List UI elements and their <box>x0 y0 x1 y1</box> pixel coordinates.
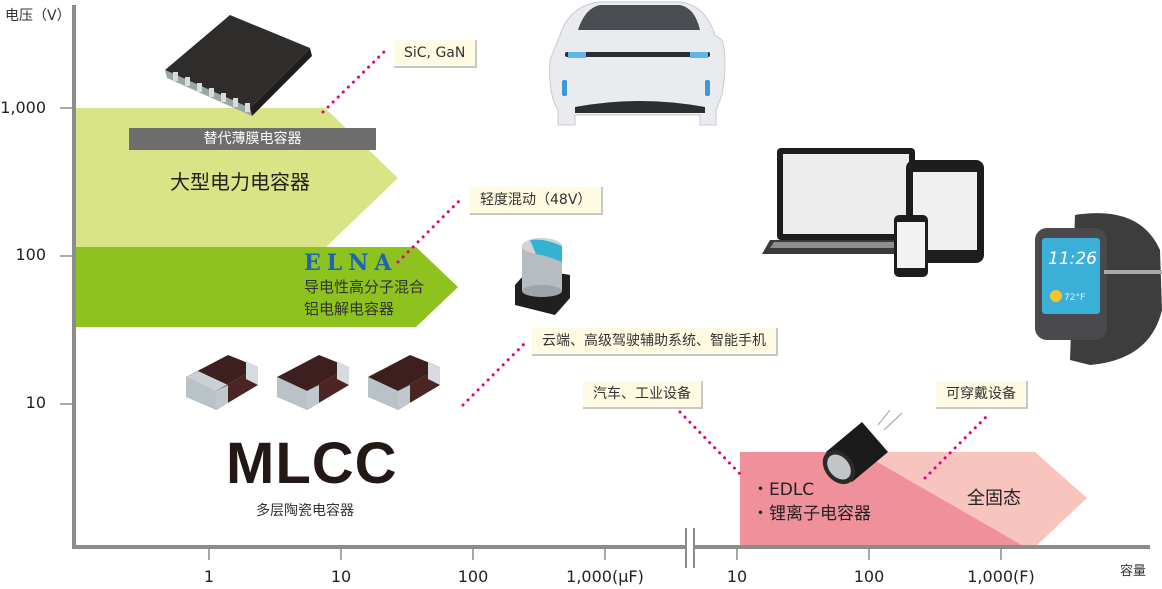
elna-product-label: 导电性高分子混合 铝电解电容器 <box>304 276 424 320</box>
leader-cloud <box>461 339 529 407</box>
sun-icon <box>1050 290 1062 302</box>
callout-auto-industrial: 汽车、工业设备 <box>583 381 703 409</box>
leader-auto <box>678 410 746 480</box>
edlc-label: ・EDLC ・锂离子电容器 <box>752 478 871 526</box>
leader-sic-gan <box>321 46 390 114</box>
leader-48v <box>396 195 465 264</box>
edlc-label-line2: ・锂离子电容器 <box>752 504 871 524</box>
callout-mild-hybrid: 轻度混动（48V） <box>470 187 604 215</box>
mlcc-chips-image <box>186 355 440 410</box>
callout-wearable: 可穿戴设备 <box>936 381 1028 409</box>
smartwatch-image: 11:26 72°F <box>1035 213 1162 365</box>
leader-wearable <box>923 411 992 480</box>
x-tick-label-100: 100 <box>457 567 489 586</box>
polymer-capacitor-image <box>515 238 570 315</box>
devices-image <box>762 148 984 277</box>
elna-logo: ELNA <box>304 250 398 276</box>
y-tick-label-1000: 1,000 <box>0 98 46 117</box>
x-tick-label-100f: 100 <box>853 567 885 586</box>
large-power-capacitor-label: 大型电力电容器 <box>170 170 310 194</box>
x-tick-label-1000uf: 1,000(μF) <box>566 567 644 586</box>
x-tick-label-10f: 10 <box>726 567 748 586</box>
elna-label-line1: 导电性高分子混合 <box>304 278 425 296</box>
edlc-label-line1: ・EDLC <box>752 480 815 500</box>
x-tick-label-10: 10 <box>330 567 352 586</box>
mlcc-title: MLCC <box>226 431 398 496</box>
x-tick-label-1: 1 <box>203 567 215 586</box>
callout-cloud-adas-smartphone: 云端、高级驾驶辅助系统、智能手机 <box>532 328 778 356</box>
elna-label-line2: 铝电解电容器 <box>304 300 395 318</box>
callout-sic-gan: SiC, GaN <box>394 40 478 68</box>
supercapacitor-image <box>822 409 903 485</box>
y-tick-label-10: 10 <box>25 393 46 412</box>
x-tick-label-1000f: 1,000(F) <box>967 567 1035 586</box>
band-elna <box>76 247 458 327</box>
solid-state-label: 全固态 <box>967 488 1021 509</box>
y-axis-title: 电压（V） <box>5 8 71 24</box>
film-capacitor-replacement-bar: 替代薄膜电容器 <box>129 128 376 150</box>
x-axis-title: 容量 <box>1120 564 1147 579</box>
sic-module-image <box>165 15 312 116</box>
smartwatch-time: 11:26 <box>1048 249 1097 269</box>
y-tick-label-100: 100 <box>15 245 46 264</box>
car-image <box>549 1 726 126</box>
band-edlc <box>740 452 1025 547</box>
smartwatch-temp: 72°F <box>1064 293 1085 303</box>
mlcc-subtitle: 多层陶瓷电容器 <box>256 503 354 519</box>
